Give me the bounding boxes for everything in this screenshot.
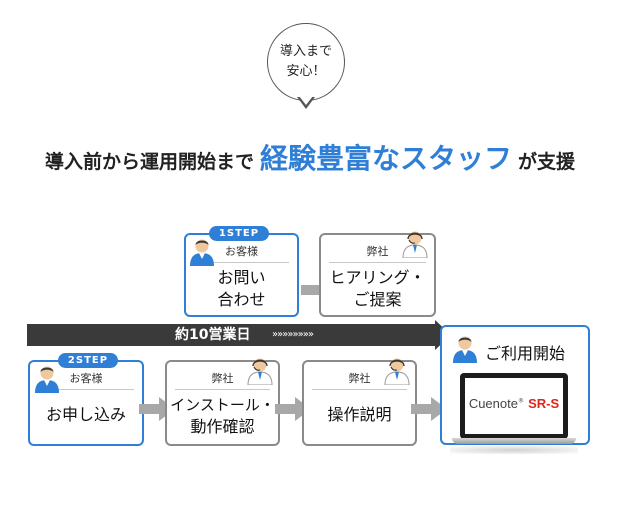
laptop-base: [452, 438, 576, 444]
step2-install-line-2: 動作確認: [190, 417, 255, 436]
step2-install-card: 弊社 インストール・ 動作確認: [165, 360, 280, 446]
customer-person-icon: [453, 336, 477, 363]
headline-emphasis: 経験豊富なスタッフ: [259, 142, 512, 175]
divider: [312, 389, 407, 390]
logo-registered-mark: ®: [517, 397, 524, 405]
customer-person-icon: [35, 366, 59, 393]
divider: [175, 389, 270, 390]
divider: [194, 262, 289, 263]
step2-install-line-1: インストール・: [170, 396, 275, 414]
divider: [329, 262, 426, 263]
step1-badge: 1STEP: [209, 226, 269, 241]
step1-staff-line-2: ご提案: [353, 290, 402, 309]
laptop-shadow: [450, 446, 578, 454]
step1-staff-who: 弊社: [366, 245, 389, 258]
step1-customer-who: お客様: [225, 245, 258, 258]
step2-customer-who: お客様: [69, 372, 103, 385]
step2-explain-text: 操作説明: [327, 405, 392, 424]
start-title: ご利用開始: [485, 344, 566, 363]
step2-customer-text: お申し込み: [45, 405, 126, 424]
staff-headset-icon: [247, 358, 273, 385]
product-logo: Cuenote® SR-S: [465, 396, 563, 412]
customer-person-icon: [190, 239, 214, 266]
step2-install-who: 弊社: [211, 372, 234, 385]
speech-bubble-tail-fill: [299, 96, 313, 105]
logo-main-text: Cuenote: [468, 396, 518, 411]
headline: 導入前から運用開始まで経験豊富なスタッフが支援: [0, 137, 620, 177]
step1-customer-card: お客様 お問い 合わせ: [184, 233, 299, 317]
timeline-band-label: 約10営業日: [175, 327, 251, 343]
speech-bubble: 導入まで 安心！: [267, 23, 345, 101]
step1-staff-line-1: ヒアリング・: [329, 268, 426, 287]
laptop-display: [465, 378, 563, 434]
timeline-band: [27, 324, 435, 346]
headline-pre: 導入前から運用開始まで: [44, 151, 254, 173]
step2-explain-who: 弊社: [348, 372, 371, 385]
step1-customer-line-1: お問い: [217, 268, 266, 287]
bubble-line-1: 導入まで: [279, 44, 332, 59]
logo-sub-text: SR-S: [528, 396, 560, 411]
divider: [38, 389, 134, 390]
step2-badge: 2STEP: [58, 353, 118, 368]
step1-customer-line-2: 合わせ: [217, 290, 266, 309]
headline-post: が支援: [518, 151, 576, 173]
staff-headset-icon: [384, 358, 410, 385]
bubble-line-2: 安心！: [286, 64, 326, 79]
flow-arrow-icon: [411, 397, 447, 421]
timeline-band-chevrons: »»»»»»»»: [272, 329, 314, 340]
staff-headset-icon: [402, 231, 428, 258]
